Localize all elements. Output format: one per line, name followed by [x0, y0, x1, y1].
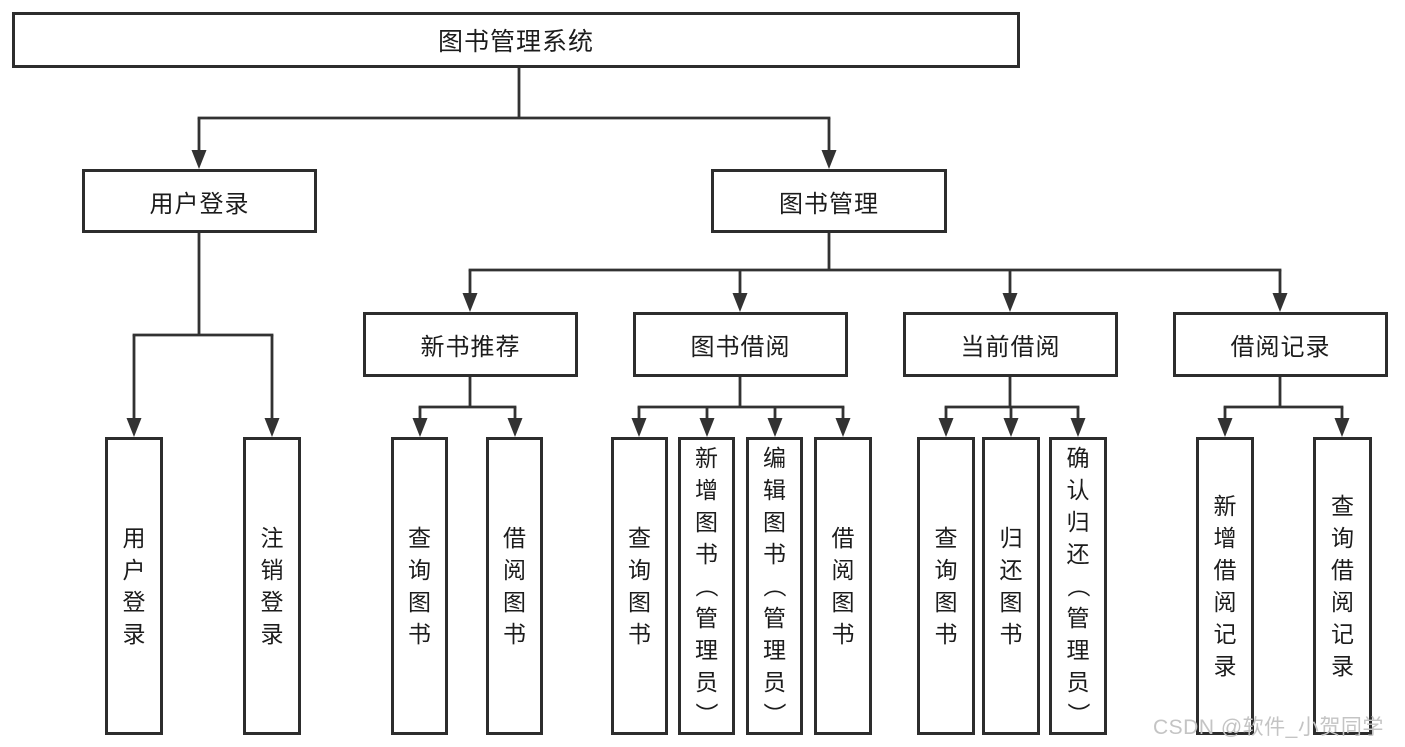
node-new-book-recommendation: 新书推荐: [363, 312, 578, 377]
leaf-query-borrow-record: 查询借阅记录: [1313, 437, 1372, 735]
node-book-management: 图书管理: [711, 169, 947, 233]
leaf-query-books-recommend: 查询图书: [391, 437, 448, 735]
node-library-management-system: 图书管理系统: [12, 12, 1020, 68]
node-borrowing-records: 借阅记录: [1173, 312, 1388, 377]
node-label: 图书管理: [779, 190, 879, 218]
node-label: 当前借阅: [960, 334, 1061, 361]
node-label: 编辑图书（管理员）: [761, 445, 788, 726]
leaf-query-books-current: 查询图书: [917, 437, 975, 735]
leaf-query-books-borrowing: 查询图书: [611, 437, 668, 735]
node-label: 查询借阅记录: [1331, 493, 1354, 679]
leaf-borrow-books-borrowing: 借阅图书: [814, 437, 872, 735]
node-label: 查询图书: [934, 525, 958, 647]
node-user-login: 用户登录: [82, 169, 317, 233]
node-label: 图书借阅: [690, 334, 791, 361]
node-label: 注销登录: [260, 525, 284, 647]
node-label: 查询图书: [408, 525, 431, 647]
node-current-borrowing: 当前借阅: [903, 312, 1118, 377]
node-label: 用户登录: [122, 525, 146, 647]
leaf-borrow-books-recommend: 借阅图书: [486, 437, 543, 735]
node-label: 借阅图书: [831, 525, 855, 647]
node-label: 确认归还（管理员）: [1065, 445, 1091, 726]
node-label: 新增图书（管理员）: [693, 445, 720, 726]
leaf-logout: 注销登录: [243, 437, 301, 735]
leaf-user-login: 用户登录: [105, 437, 163, 735]
node-label: 新书推荐: [420, 334, 521, 361]
leaf-add-borrow-record: 新增借阅记录: [1196, 437, 1254, 735]
node-label: 借阅记录: [1230, 334, 1331, 361]
leaf-confirm-return-admin: 确认归还（管理员）: [1049, 437, 1107, 735]
node-label: 图书管理系统: [437, 28, 594, 56]
node-book-borrowing: 图书借阅: [633, 312, 848, 377]
leaf-add-books-admin: 新增图书（管理员）: [678, 437, 735, 735]
leaf-edit-books-admin: 编辑图书（管理员）: [746, 437, 803, 735]
node-label: 用户登录: [149, 190, 250, 218]
node-label: 新增借阅记录: [1213, 493, 1237, 679]
csdn-watermark: CSDN @软件_小贺同学: [1153, 716, 1384, 739]
node-label: 归还图书: [999, 525, 1023, 647]
node-label: 查询图书: [628, 525, 651, 647]
node-label: 借阅图书: [503, 525, 526, 647]
leaf-return-books: 归还图书: [982, 437, 1040, 735]
